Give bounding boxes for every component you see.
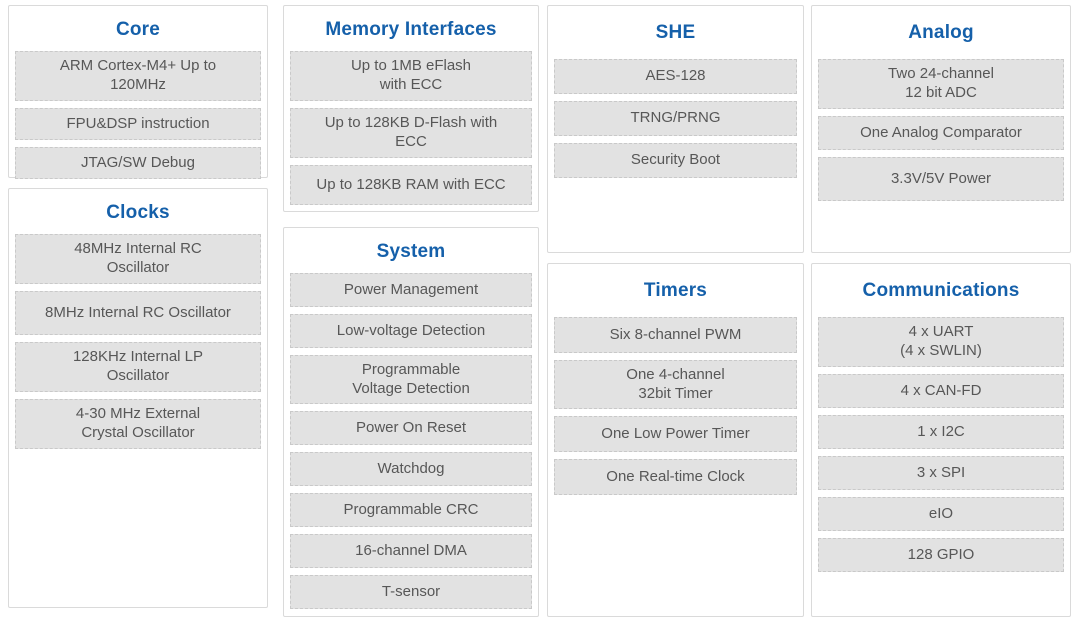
section-she-items: AES-128 TRNG/PRNG Security Boot — [554, 59, 797, 178]
section-clocks-title: Clocks — [106, 202, 170, 223]
section-analog-items: Two 24-channel 12 bit ADC One Analog Com… — [818, 59, 1064, 201]
feature-item: AES-128 — [554, 59, 797, 94]
section-system: System Power Management Low-voltage Dete… — [283, 227, 539, 617]
feature-item: Power On Reset — [290, 411, 532, 445]
feature-item: Programmable Voltage Detection — [290, 355, 532, 404]
section-analog-title: Analog — [908, 22, 974, 43]
feature-item: One Low Power Timer — [554, 416, 797, 452]
section-clocks: Clocks 48MHz Internal RC Oscillator 8MHz… — [8, 188, 268, 608]
feature-item: 128 GPIO — [818, 538, 1064, 572]
feature-item: FPU&DSP instruction — [15, 108, 261, 140]
feature-item: Up to 128KB D-Flash with ECC — [290, 108, 532, 158]
feature-item: 1 x I2C — [818, 415, 1064, 449]
feature-item: Six 8-channel PWM — [554, 317, 797, 353]
feature-item: Power Management — [290, 273, 532, 307]
section-she: SHE AES-128 TRNG/PRNG Security Boot — [547, 5, 804, 253]
section-communications: Communications 4 x UART (4 x SWLIN) 4 x … — [811, 263, 1071, 617]
feature-item: 4 x UART (4 x SWLIN) — [818, 317, 1064, 367]
feature-item: JTAG/SW Debug — [15, 147, 261, 179]
section-system-title: System — [376, 241, 446, 262]
section-memory-interfaces-items: Up to 1MB eFlash with ECC Up to 128KB D-… — [290, 51, 532, 205]
section-she-title: SHE — [655, 22, 696, 43]
feature-item: Up to 128KB RAM with ECC — [290, 165, 532, 205]
feature-item: One 4-channel 32bit Timer — [554, 360, 797, 409]
feature-item: T-sensor — [290, 575, 532, 609]
section-analog: Analog Two 24-channel 12 bit ADC One Ana… — [811, 5, 1071, 253]
section-communications-items: 4 x UART (4 x SWLIN) 4 x CAN-FD 1 x I2C … — [818, 317, 1064, 572]
feature-item: One Analog Comparator — [818, 116, 1064, 150]
feature-item: Security Boot — [554, 143, 797, 178]
feature-item: Watchdog — [290, 452, 532, 486]
section-core-title: Core — [115, 19, 161, 40]
section-timers-title: Timers — [643, 280, 708, 301]
feature-item: Programmable CRC — [290, 493, 532, 527]
section-timers: Timers Six 8-channel PWM One 4-channel 3… — [547, 263, 804, 617]
section-system-items: Power Management Low-voltage Detection P… — [290, 273, 532, 609]
feature-item: eIO — [818, 497, 1064, 531]
section-memory-interfaces-title: Memory Interfaces — [325, 19, 497, 40]
feature-item: 128KHz Internal LP Oscillator — [15, 342, 261, 392]
feature-item: Two 24-channel 12 bit ADC — [818, 59, 1064, 109]
feature-item: One Real-time Clock — [554, 459, 797, 495]
feature-item: 16-channel DMA — [290, 534, 532, 568]
feature-item: Up to 1MB eFlash with ECC — [290, 51, 532, 101]
section-memory-interfaces: Memory Interfaces Up to 1MB eFlash with … — [283, 5, 539, 212]
feature-item: 4 x CAN-FD — [818, 374, 1064, 408]
section-clocks-items: 48MHz Internal RC Oscillator 8MHz Intern… — [15, 234, 261, 449]
section-timers-items: Six 8-channel PWM One 4-channel 32bit Ti… — [554, 317, 797, 495]
feature-item: 4-30 MHz External Crystal Oscillator — [15, 399, 261, 449]
feature-item: 48MHz Internal RC Oscillator — [15, 234, 261, 284]
feature-item: 3 x SPI — [818, 456, 1064, 490]
feature-item: TRNG/PRNG — [554, 101, 797, 136]
feature-item: 3.3V/5V Power — [818, 157, 1064, 201]
section-core: Core ARM Cortex-M4+ Up to 120MHz FPU&DSP… — [8, 5, 268, 179]
feature-item: 8MHz Internal RC Oscillator — [15, 291, 261, 335]
feature-item: Low-voltage Detection — [290, 314, 532, 348]
feature-item: ARM Cortex-M4+ Up to 120MHz — [15, 51, 261, 101]
section-core-items: ARM Cortex-M4+ Up to 120MHz FPU&DSP inst… — [15, 51, 261, 179]
section-communications-title: Communications — [862, 280, 1020, 301]
